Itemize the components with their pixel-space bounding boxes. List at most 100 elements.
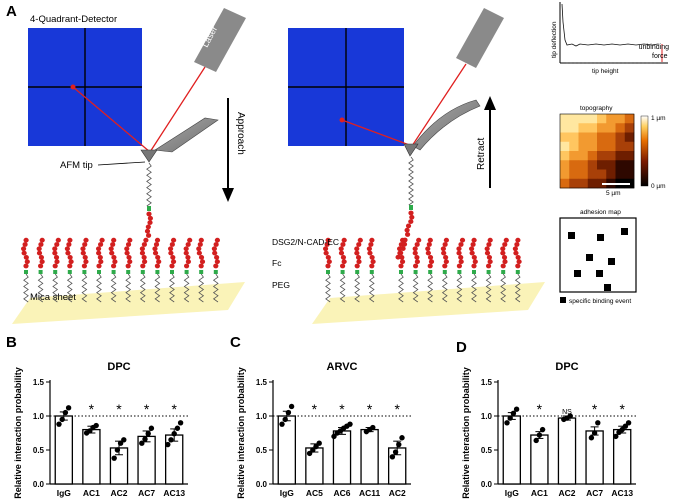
laser-source: Laser — [194, 8, 246, 72]
cadherin-domain — [196, 250, 202, 256]
cadherin-domain — [440, 246, 446, 252]
cadherin-domain — [340, 255, 347, 260]
cadherin-domain — [126, 255, 132, 260]
significance-marker: * — [312, 401, 318, 417]
topography-title: topography — [580, 105, 613, 112]
peg-linker — [169, 273, 175, 303]
fc-domain — [170, 270, 174, 274]
surface-molecule — [211, 237, 220, 303]
cadherin-domain — [96, 250, 102, 256]
panel-letter-c: C — [230, 334, 241, 351]
fc-domain — [199, 270, 204, 274]
topography-cell — [587, 151, 598, 161]
cadherin-domain — [127, 259, 133, 265]
cadherin-domain — [515, 263, 521, 269]
data-point — [121, 437, 127, 443]
significance-marker: * — [367, 401, 373, 417]
cadherin-domain — [468, 246, 475, 252]
cadherin-domain — [515, 237, 521, 243]
mica-label: Mica sheet — [30, 292, 76, 303]
topography-cell — [569, 160, 579, 170]
surface-molecule — [456, 237, 466, 303]
cadherin-domain — [81, 263, 87, 269]
data-point — [536, 432, 543, 438]
topography-inset: topography 5 µm 1 µm 0 µm — [559, 105, 666, 197]
cadherin-domain — [414, 242, 420, 247]
significance-marker: * — [537, 401, 543, 417]
adhesion-legend: specific binding event — [569, 298, 631, 305]
topography-cell — [569, 169, 579, 180]
cadherin-domain — [408, 219, 414, 225]
data-point — [533, 437, 539, 444]
cadherin-domain — [67, 255, 73, 260]
peg-linker — [471, 273, 477, 303]
data-point — [139, 440, 145, 446]
adhesion-map-inset: adhesion map specific binding event — [559, 209, 637, 305]
topography-cell — [624, 141, 635, 152]
peg-linker — [368, 273, 375, 303]
topography-cell — [624, 160, 635, 170]
peg-linker — [212, 273, 219, 303]
cadherin-domain — [52, 263, 58, 269]
cadherin-domain — [145, 224, 151, 230]
surface-molecule — [108, 237, 118, 303]
cadherin-domain — [502, 259, 508, 265]
force-xlabel: tip height — [592, 68, 619, 75]
cadherin-domain — [324, 242, 330, 247]
cadherin-domain — [198, 263, 204, 269]
cadherin-domain — [140, 263, 146, 269]
bar — [585, 430, 604, 485]
topography-cell — [569, 141, 579, 152]
data-point — [510, 410, 517, 416]
cadherin-domain — [170, 259, 177, 265]
cadherin-domain — [323, 250, 329, 256]
cadherin-domain — [125, 242, 132, 247]
cadherin-domain — [54, 259, 60, 265]
peg-linker — [456, 273, 463, 303]
surface-molecule — [440, 237, 449, 303]
topography-cell — [615, 160, 626, 170]
cadherin-domain — [199, 259, 206, 265]
cadherin-domain — [111, 263, 117, 269]
cadherin-domain — [366, 246, 372, 252]
fc-domain — [38, 270, 43, 274]
cadherin-domain — [147, 220, 153, 226]
cadherin-domain — [52, 250, 58, 256]
significance-marker: * — [394, 401, 400, 417]
surface-molecule — [412, 237, 422, 303]
bar — [82, 428, 101, 485]
cadherin-domain — [338, 250, 345, 256]
fc-domain — [369, 270, 374, 274]
fc-domain — [355, 270, 360, 274]
tip-molecule — [144, 162, 153, 238]
cadherin-domain — [471, 237, 477, 243]
cadherin-domain — [369, 237, 375, 243]
topography-cell — [615, 141, 626, 152]
data-point — [56, 421, 62, 427]
cadherin-domain — [95, 246, 102, 252]
topography-cell — [560, 151, 570, 161]
surface-molecule — [366, 237, 376, 303]
cadherin-domain — [354, 250, 360, 256]
cadherin-domain — [154, 237, 161, 243]
laser-body — [194, 8, 246, 72]
data-point — [285, 409, 292, 416]
cadherin-domain — [24, 259, 30, 265]
topography-cell — [569, 123, 579, 133]
data-point — [310, 447, 316, 453]
cadherin-domain — [456, 246, 462, 252]
chart-title: DPC — [555, 361, 578, 373]
fc-domain — [67, 270, 72, 274]
afm-tip — [403, 143, 419, 157]
topography-cell — [624, 169, 635, 180]
y-tick-label: 1.0 — [481, 412, 493, 421]
topography-cell — [606, 151, 616, 161]
cadherin-domain — [471, 263, 477, 269]
surface-molecule — [95, 237, 105, 303]
cadherin-domain — [405, 223, 412, 229]
topography-cell — [606, 123, 616, 133]
surface-molecule — [52, 237, 61, 303]
fc-domain — [428, 270, 433, 274]
cadherin-domain — [354, 263, 360, 269]
